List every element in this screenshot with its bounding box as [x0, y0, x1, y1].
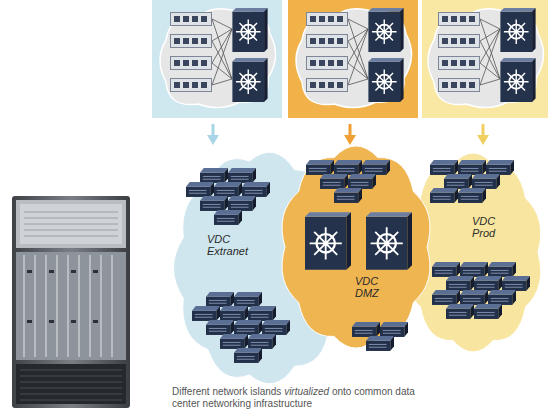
extranet-panel [152, 0, 282, 118]
cloud-shape [275, 143, 437, 351]
vdc-label: VDC DMZ [355, 275, 399, 299]
network-island [160, 8, 276, 108]
down-arrow [477, 124, 489, 145]
prod-panel [422, 0, 548, 118]
vdc-label: VDC Extranet [207, 233, 259, 257]
core-switch [305, 212, 351, 270]
dmz-panel [288, 0, 418, 118]
vdc-cloud: VDC DMZ [275, 143, 437, 351]
down-arrow [344, 124, 356, 145]
switch-chassis [12, 196, 130, 408]
network-island [428, 8, 544, 108]
switch-icons [186, 160, 530, 363]
network-island [296, 8, 412, 108]
down-arrow [207, 124, 219, 145]
figure-caption: Different network islands virtualized on… [172, 386, 442, 410]
core-switch [366, 212, 412, 270]
vdc-label: VDC Prod [472, 215, 516, 239]
